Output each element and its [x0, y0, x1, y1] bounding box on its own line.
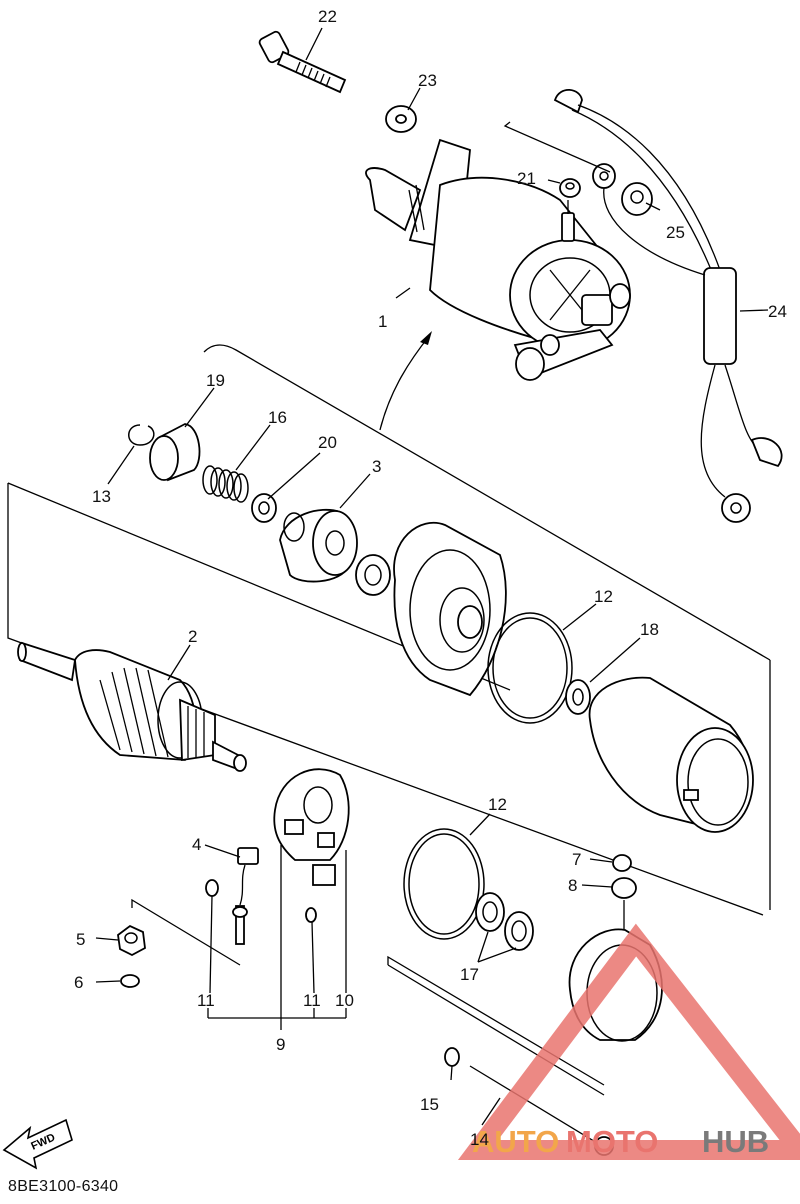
part-front-cover: [393, 521, 507, 697]
callout-18: 18: [640, 620, 659, 639]
part-11-screw-right: [305, 907, 317, 923]
callout-9: 9: [276, 1035, 285, 1054]
callout-5: 5: [76, 930, 85, 949]
callout-14: 14: [470, 1130, 489, 1149]
part-18-washer: [565, 679, 591, 715]
callout-4: 4: [192, 835, 201, 854]
part-12-o-ring-upper: [487, 612, 573, 724]
part-8-washer: [611, 877, 637, 899]
callout-15: 15: [420, 1095, 439, 1114]
callout-10: 10: [335, 991, 354, 1010]
callout-1: 1: [378, 312, 387, 331]
part-3-pinion-gear: [279, 508, 358, 583]
part-9-brush-holder: [273, 768, 350, 886]
watermark-auto: AUTO: [472, 1124, 559, 1159]
part-yoke: [588, 676, 754, 833]
callout-7: 7: [572, 850, 581, 869]
part-2-armature: [17, 641, 247, 772]
part-17-washers: [475, 892, 534, 951]
callout-labels: 22 23 21 25 24 1 19 16 20 3 13 12 18 2 1…: [74, 7, 787, 1149]
part-15-washer: [444, 1047, 460, 1067]
callout-23: 23: [418, 71, 437, 90]
part-16-spring: [202, 465, 249, 503]
callout-12-upper: 12: [594, 587, 613, 606]
callout-19: 19: [206, 371, 225, 390]
part-24-starter-lead-wire: [553, 88, 783, 523]
callout-22: 22: [318, 7, 337, 26]
callout-6: 6: [74, 973, 83, 992]
fwd-arrow-icon: FWD: [2, 1118, 73, 1170]
callout-17: 17: [460, 965, 479, 984]
callout-11-left: 11: [197, 991, 215, 1010]
part-22-bolt: [258, 30, 347, 94]
part-20-washer: [251, 493, 277, 523]
callout-24: 24: [768, 302, 787, 321]
frame-upper: [203, 344, 771, 661]
callout-12-lower: 12: [488, 795, 507, 814]
part-1-starter-motor: [365, 138, 631, 381]
leader-lines: [95, 27, 769, 1126]
callout-2: 2: [188, 627, 197, 646]
watermark-moto: MOTO: [566, 1124, 658, 1159]
callout-25: 25: [666, 223, 685, 242]
part-23-washer: [385, 105, 417, 133]
callout-21: 21: [517, 169, 536, 188]
callout-13: 13: [92, 487, 111, 506]
callout-8: 8: [568, 876, 577, 895]
watermark-logo: AUTO MOTO HUB: [457, 923, 800, 1160]
part-19-collar: [149, 423, 201, 482]
callout-20: 20: [318, 433, 337, 452]
diagram-code: 8BE3100-6340: [8, 1178, 119, 1195]
part-11-screw-left: [205, 879, 219, 897]
part-4-brush: [232, 847, 259, 945]
part-7-nut: [612, 854, 632, 872]
assembly-arrow: [379, 334, 431, 431]
callout-11-right: 11: [303, 991, 321, 1010]
part-5-nut: [117, 924, 146, 957]
part-6-washer: [120, 974, 140, 988]
callout-3: 3: [372, 457, 381, 476]
watermark-hub: HUB: [702, 1124, 769, 1159]
callout-16: 16: [268, 408, 287, 427]
part-13-circlip: [128, 424, 155, 446]
part-spacer-washer: [355, 554, 391, 596]
part-21-nut: [559, 178, 581, 198]
part-25-nut: [621, 182, 653, 216]
part-12-o-ring-lower: [403, 828, 485, 940]
